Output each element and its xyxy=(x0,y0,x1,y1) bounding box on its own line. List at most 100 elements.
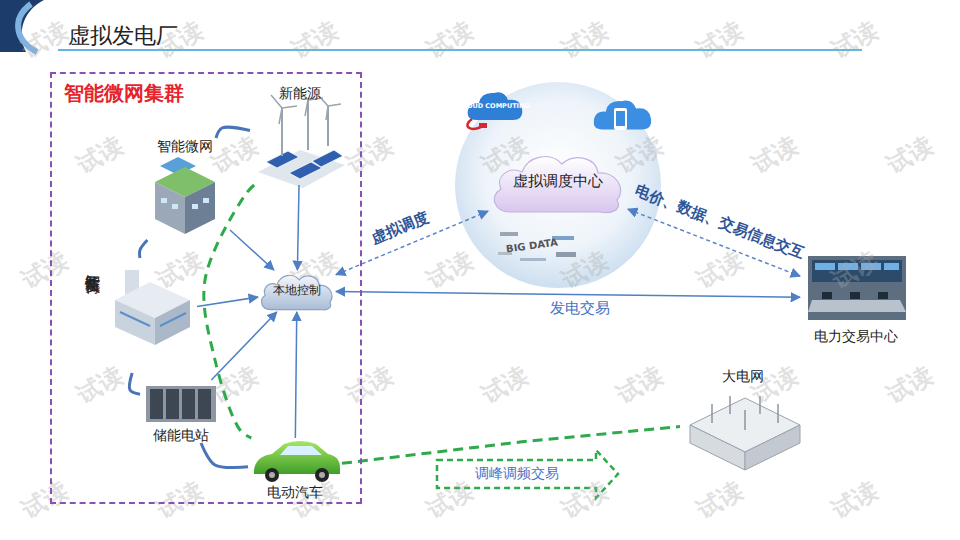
monitor xyxy=(850,292,860,299)
device-node: 新能源 xyxy=(250,85,350,185)
title-rule xyxy=(58,49,862,51)
device-node: 智能柔性负荷 xyxy=(82,258,197,373)
connector xyxy=(197,297,258,306)
grid-poles xyxy=(712,396,778,430)
watermark: 试读 xyxy=(613,363,667,408)
window xyxy=(192,204,198,209)
watermark: 试读 xyxy=(18,248,72,293)
connector xyxy=(230,230,274,270)
phone-icon xyxy=(614,108,627,130)
connector xyxy=(297,185,299,270)
wheel-hub xyxy=(269,472,275,478)
watermark: 试读 xyxy=(343,363,397,408)
monitor xyxy=(878,292,888,299)
grid-wall xyxy=(745,425,800,470)
wheel-hub xyxy=(319,472,325,478)
node-label: 大电网 xyxy=(660,368,825,384)
watermark: 试读 xyxy=(208,133,262,178)
connector xyxy=(336,211,488,274)
window-strip xyxy=(160,313,186,326)
car-wheel xyxy=(315,468,329,482)
word-block xyxy=(552,236,574,240)
connector xyxy=(201,443,248,468)
node-label: 储能电站 xyxy=(120,427,242,443)
window xyxy=(172,204,178,209)
connector xyxy=(295,312,296,438)
node-label: 智能柔性负荷 xyxy=(84,262,101,268)
page-title: 虚拟发电厂 xyxy=(68,21,178,51)
battery-rack xyxy=(150,389,163,419)
cloud-icon xyxy=(594,100,651,129)
connector xyxy=(204,185,254,438)
device-node: 储能电站 xyxy=(140,380,222,443)
watermark: 试读 xyxy=(73,133,127,178)
grid-wall xyxy=(690,425,745,470)
car-window xyxy=(280,446,322,455)
device-node: 电力交易中心 xyxy=(800,252,912,344)
battery-rack xyxy=(198,389,211,419)
watermark: 试读 xyxy=(208,363,262,408)
phone-screen xyxy=(616,111,625,126)
ground-plate xyxy=(258,150,345,188)
watermark: 试读 xyxy=(343,133,397,178)
edge-label: 调峰调频交易 xyxy=(475,466,559,481)
watermark: 试读 xyxy=(153,18,207,63)
factory-wall xyxy=(115,300,155,345)
connector xyxy=(342,427,680,464)
connector xyxy=(336,291,800,297)
node-label: 电动汽车 xyxy=(228,484,362,500)
watermark: 试读 xyxy=(153,248,207,293)
watermark: 试读 xyxy=(748,133,802,178)
word-block xyxy=(500,232,518,236)
watermark: 试读 xyxy=(288,18,342,63)
word-block xyxy=(520,258,546,261)
edge-label: 虚拟调度 xyxy=(369,209,431,248)
watermark: 试读 xyxy=(558,18,612,63)
watermark: 试读 xyxy=(828,478,882,523)
solar-panel xyxy=(312,150,343,167)
building-wall xyxy=(155,182,185,234)
battery-rack xyxy=(182,389,195,419)
car-body xyxy=(254,441,340,474)
node-label: 智能微网 xyxy=(120,138,250,154)
node-label: 本地控制 xyxy=(258,284,336,298)
watermark: 试读 xyxy=(423,18,477,63)
node-label: 智能微网集群 xyxy=(64,82,184,105)
connector xyxy=(211,312,276,380)
cloud-icon xyxy=(468,92,523,120)
screen-tile xyxy=(815,263,835,270)
device-node: 智能微网 xyxy=(140,138,230,240)
building-wall xyxy=(185,182,215,234)
logo-arc xyxy=(18,4,37,52)
watermark: 试读 xyxy=(883,363,937,408)
connector xyxy=(628,209,800,276)
window xyxy=(203,198,209,203)
logo-mark xyxy=(0,0,44,52)
screen-tile xyxy=(861,263,881,270)
screen-tile xyxy=(884,263,899,270)
plug-head xyxy=(479,123,487,128)
watermark: 试读 xyxy=(828,18,882,63)
edge-label: 发电交易 xyxy=(550,300,610,317)
watermark: 试读 xyxy=(478,363,532,408)
monitor xyxy=(822,292,832,299)
window xyxy=(161,198,167,203)
battery-rack xyxy=(166,389,179,419)
watermark: 试读 xyxy=(423,248,477,293)
dispatch-halo xyxy=(455,82,661,288)
node-label: 新能源 xyxy=(230,85,370,101)
screen-wall xyxy=(812,260,902,282)
watermark: 试读 xyxy=(423,478,477,523)
window-strip xyxy=(120,312,150,326)
connector xyxy=(216,127,250,138)
watermark: 试读 xyxy=(153,478,207,523)
watermark: 试读 xyxy=(883,133,937,178)
node-label: 电力交易中心 xyxy=(780,328,932,344)
node-label: 虚拟调度中心 xyxy=(488,173,628,190)
storage-cabinet xyxy=(146,386,216,422)
watermark: 试读 xyxy=(693,478,747,523)
connector xyxy=(140,240,148,258)
